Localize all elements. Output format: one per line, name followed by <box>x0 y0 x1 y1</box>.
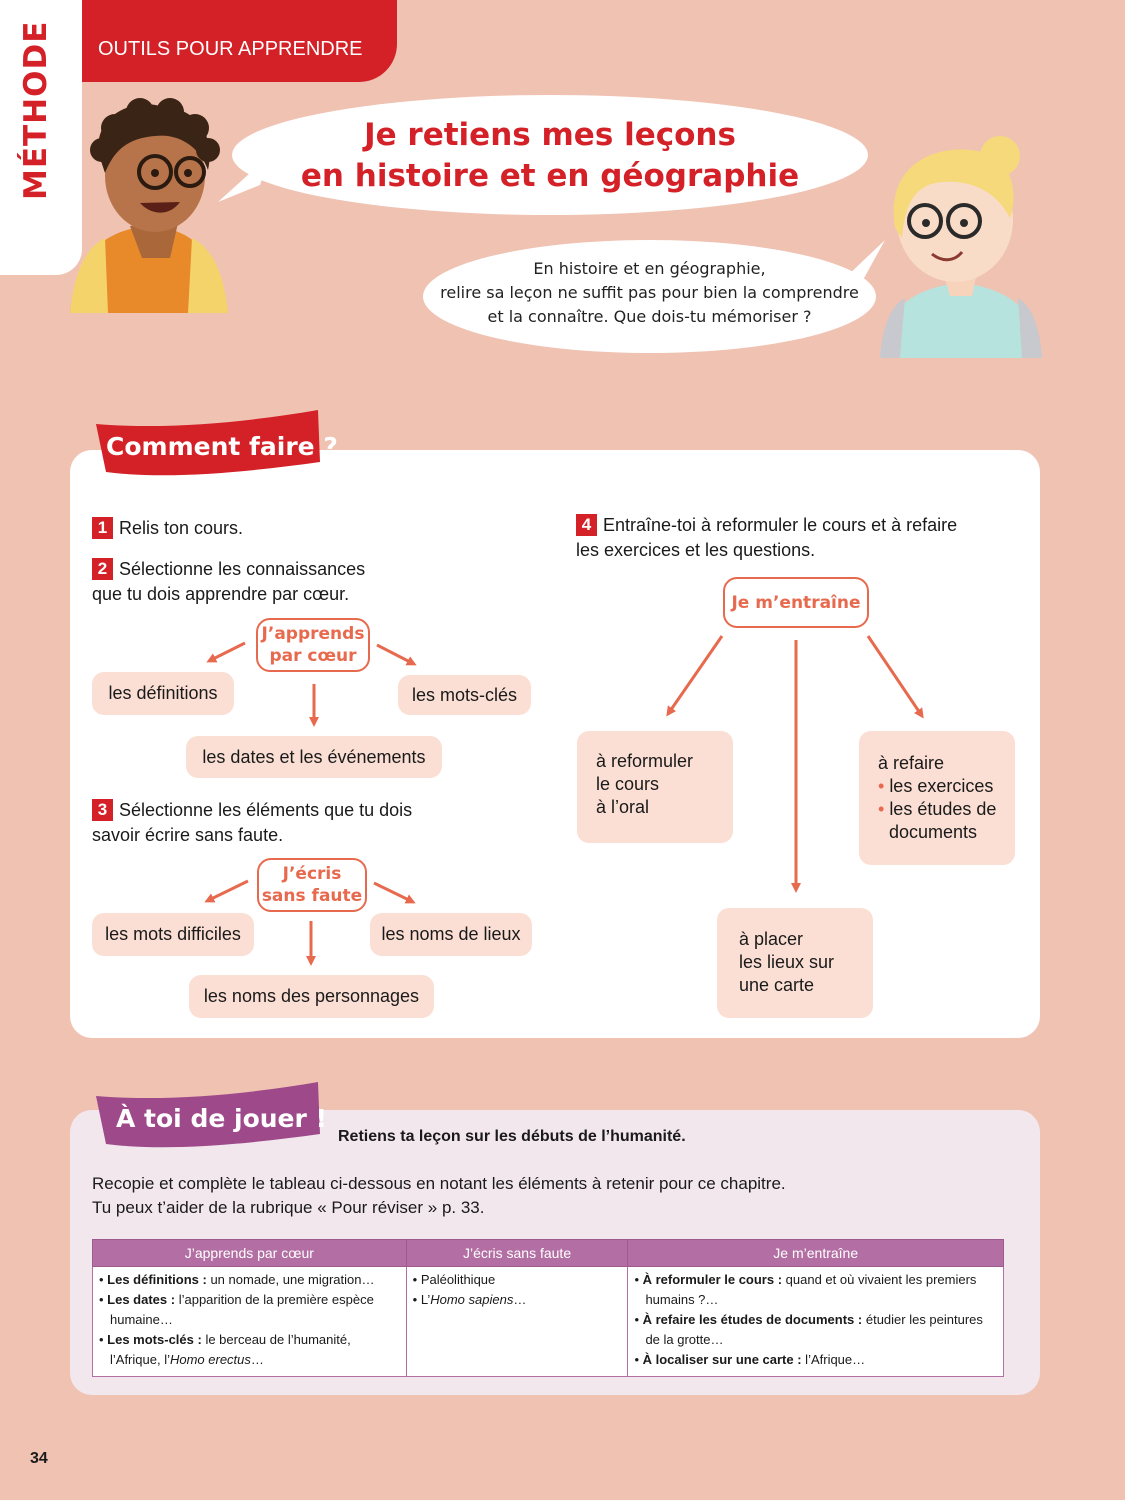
list-item: • L’Homo sapiens… <box>412 1292 527 1307</box>
summary-table: J’apprends par cœur J’écris sans faute J… <box>92 1239 1004 1377</box>
box-dates-evenements: les dates et les événements <box>186 736 442 778</box>
box-noms-lieux: les noms de lieux <box>370 913 532 956</box>
box-definitions: les définitions <box>92 672 234 715</box>
exercise-instructions: Recopie et complète le tableau ci-dessou… <box>92 1174 786 1217</box>
intro-text: En histoire et en géographie, relire sa … <box>440 259 859 326</box>
box-noms-personnages: les noms des personnages <box>189 975 434 1018</box>
a-toi-title: À toi de jouer ! <box>116 1104 327 1133</box>
box-mots-difficiles: les mots difficiles <box>92 913 254 956</box>
box-reformuler: à reformuler le cours à l’oral <box>577 731 733 843</box>
title-speech-bubble: Je retiens mes leçons en histoire et en … <box>232 95 868 215</box>
list-item: • Les dates : l’apparition de la premièr… <box>99 1292 374 1327</box>
a-toi-flag <box>96 1082 320 1148</box>
hub-je-m-entraine: Je m’entraîne <box>723 577 869 628</box>
page-number: 34 <box>30 1450 48 1467</box>
list-item: • Paléolithique <box>412 1272 496 1287</box>
list-item: • À refaire les études de documents : ét… <box>634 1312 983 1347</box>
intro-speech-bubble: En histoire et en géographie, relire sa … <box>423 240 876 353</box>
intro-bubble-tail <box>845 240 885 280</box>
box-mots-cles: les mots-clés <box>398 675 531 715</box>
method-side-tab <box>0 0 82 275</box>
list-item: • Les définitions : un nomade, une migra… <box>99 1272 375 1287</box>
section-banner <box>82 0 397 82</box>
table-cell-entraine: • À reformuler le cours : quand et où vi… <box>627 1266 1004 1377</box>
comment-faire-title: Comment faire ? <box>106 432 338 461</box>
section-banner-label: OUTILS POUR APPRENDRE <box>98 38 363 60</box>
list-item: • À localiser sur une carte : l’Afrique… <box>634 1352 866 1367</box>
table-cell-apprends: • Les définitions : un nomade, une migra… <box>92 1266 407 1377</box>
girl-character-illustration <box>880 136 1042 358</box>
table-header: Je m’entraîne <box>627 1239 1004 1267</box>
comment-faire-flag <box>96 410 320 476</box>
list-item: • Les mots-clés : le berceau de l’humani… <box>99 1332 351 1367</box>
list-item: • À reformuler le cours : quand et où vi… <box>634 1272 977 1307</box>
table-cell-ecris: • Paléolithique • L’Homo sapiens… <box>405 1266 629 1377</box>
table-header: J’écris sans faute <box>405 1239 629 1267</box>
box-placer: à placer les lieux sur une carte <box>717 908 873 1018</box>
boy-character-illustration <box>70 98 228 313</box>
method-side-label: MÉTHODE <box>18 20 54 200</box>
page-title: Je retiens mes leçons en histoire et en … <box>300 117 800 194</box>
exercise-subtitle: Retiens ta leçon sur les débuts de l’hum… <box>338 1128 686 1145</box>
table-header: J’apprends par cœur <box>92 1239 407 1267</box>
box-refaire: à refaire • les exercices • les études d… <box>859 731 1015 865</box>
